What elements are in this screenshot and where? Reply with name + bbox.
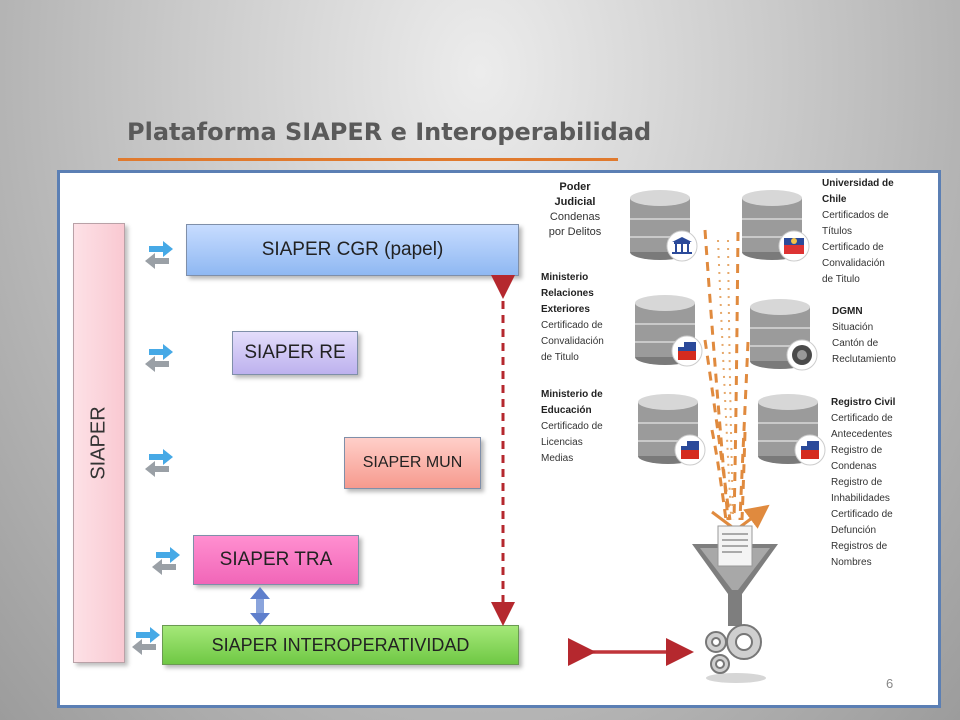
source-uchile: Universidad de Chile Certificados de Tít…	[822, 178, 894, 285]
title-underline	[118, 158, 618, 161]
siaper-bar: SIAPER	[73, 223, 125, 663]
database-poder-judicial-icon	[630, 190, 698, 262]
siaper-re-box: SIAPER RE	[232, 331, 358, 375]
tra-interop-double-arrow-icon	[250, 587, 270, 625]
database-registro-civil-icon	[758, 394, 826, 466]
funnel-icon	[692, 525, 778, 626]
source-mineduc: Ministerio de Educación Certificado de L…	[541, 389, 603, 464]
source-minrel: Ministerio Relaciones Exteriores Certifi…	[541, 272, 604, 363]
database-dgmn-icon	[750, 299, 818, 371]
database-uchile-icon	[742, 190, 810, 262]
gears-icon	[705, 624, 766, 683]
database-minrel-icon	[635, 295, 703, 367]
page-number: 6	[886, 676, 894, 691]
exchange-arrows-icon	[152, 547, 180, 575]
siaper-cgr-box: SIAPER CGR (papel)	[186, 224, 519, 276]
orange-flow-lines	[703, 229, 750, 521]
source-registro-civil: Registro Civil Certificado de Antecedent…	[831, 397, 896, 568]
page-title: Plataforma SIAPER e Interoperabilidad	[127, 118, 652, 146]
source-dgmn: DGMN Situación Cantón de Reclutamiento	[832, 306, 896, 365]
exchange-arrows-icon	[145, 449, 173, 477]
siaper-interoperatividad-box: SIAPER INTEROPERATIVIDAD	[162, 625, 519, 665]
exchange-arrows-icon	[145, 241, 173, 269]
database-mineduc-icon	[638, 394, 706, 466]
exchange-arrows-icon	[132, 627, 160, 655]
exchange-arrows-icon	[145, 344, 173, 372]
siaper-tra-box: SIAPER TRA	[193, 535, 359, 585]
source-poder-judicial: Poder Judicial Condenas por Delitos	[548, 181, 602, 238]
orange-dotted-lines	[717, 239, 734, 516]
siaper-mun-box: SIAPER MUN	[344, 437, 481, 489]
